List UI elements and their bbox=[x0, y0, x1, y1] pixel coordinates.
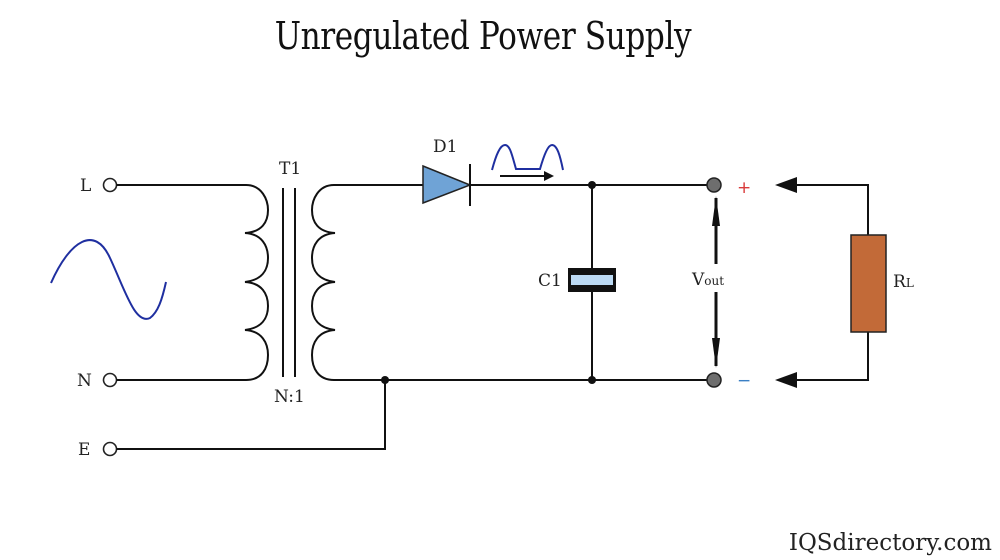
secondary-winding bbox=[310, 184, 336, 381]
transformer-ratio-label: N:1 bbox=[274, 387, 305, 407]
diode-anode-triangle bbox=[422, 164, 473, 205]
load-wire-top bbox=[790, 184, 869, 235]
terminal-earth: E bbox=[78, 440, 118, 460]
load-arrow-top-icon bbox=[775, 177, 797, 193]
vout-arrow-up-head-icon bbox=[712, 196, 720, 226]
positive-sign: + bbox=[737, 178, 751, 198]
load-resistor: RL bbox=[775, 177, 914, 388]
negative-sign: − bbox=[737, 371, 751, 391]
terminal-live-connector bbox=[102, 177, 118, 193]
load-arrow-bottom-icon bbox=[775, 372, 797, 388]
junction-dot-earth bbox=[381, 376, 389, 384]
ac-sine-wave-icon bbox=[50, 239, 167, 320]
vout-arrow-down-head-icon bbox=[712, 338, 720, 368]
diagram-title: Unregulated Power Supply bbox=[274, 14, 692, 58]
load-wire-bottom bbox=[790, 332, 869, 381]
terminal-neutral: N bbox=[77, 371, 118, 391]
vout-label: Vout bbox=[691, 270, 724, 290]
capacitor-dielectric bbox=[571, 275, 613, 285]
load-label: RL bbox=[893, 272, 914, 292]
capacitor-name-label: C1 bbox=[538, 271, 562, 291]
wire-earth bbox=[116, 380, 386, 450]
diode-d1: D1 bbox=[422, 137, 473, 206]
watermark: IQSdirectory.com bbox=[788, 530, 992, 556]
rectified-waveform-icon bbox=[491, 143, 564, 171]
terminal-neutral-connector bbox=[102, 372, 118, 388]
primary-winding bbox=[244, 184, 270, 381]
terminal-live: L bbox=[80, 176, 118, 196]
load-resistor-body bbox=[850, 234, 887, 333]
load-label-main: R bbox=[893, 272, 907, 292]
vout-indicator: Vout bbox=[691, 196, 724, 368]
vout-label-subscript: out bbox=[704, 274, 724, 288]
terminal-neutral-label: N bbox=[77, 371, 92, 391]
diode-name-label: D1 bbox=[433, 137, 457, 157]
terminal-earth-label: E bbox=[78, 440, 90, 460]
load-label-subscript: L bbox=[906, 276, 914, 290]
capacitor-c1: C1 bbox=[538, 185, 616, 380]
output-node-negative bbox=[706, 372, 722, 388]
terminal-earth-connector bbox=[102, 441, 118, 457]
vout-label-main: V bbox=[691, 270, 705, 290]
output-node-positive bbox=[706, 177, 722, 193]
transformer-t1: T1 N:1 bbox=[244, 159, 336, 407]
transformer-name-label: T1 bbox=[279, 159, 301, 179]
terminal-live-label: L bbox=[80, 176, 91, 196]
